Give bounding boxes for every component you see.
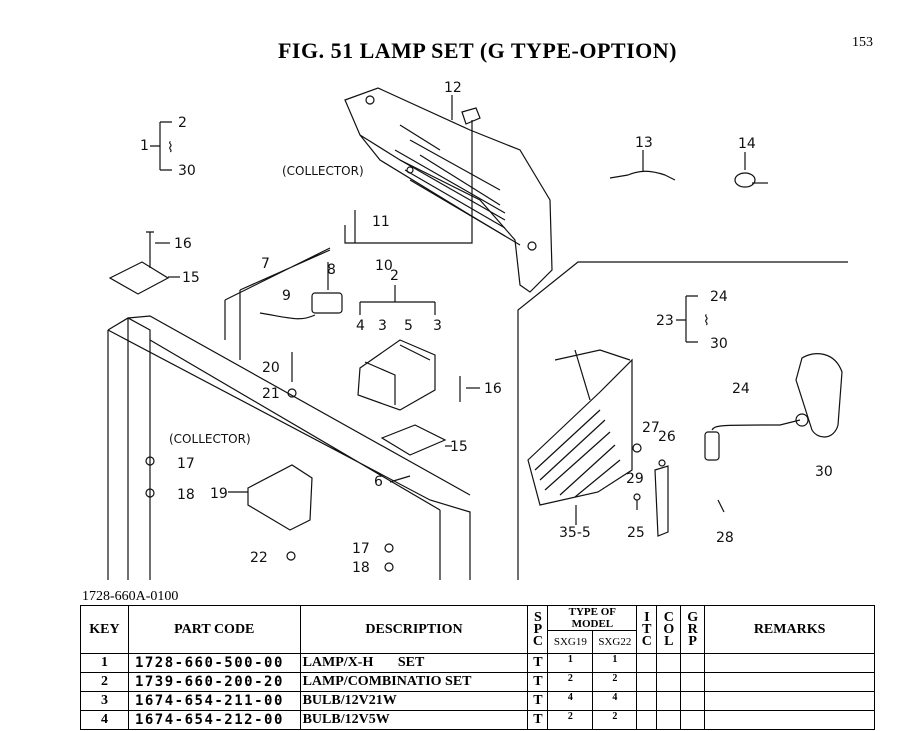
svg-text:20: 20 <box>262 360 280 376</box>
svg-text:16: 16 <box>484 381 502 397</box>
svg-text:2: 2 <box>178 115 187 131</box>
svg-text:29: 29 <box>626 471 644 487</box>
document-number: 1728-660A-0100 <box>82 589 179 604</box>
svg-text:3: 3 <box>433 318 442 334</box>
svg-text:30: 30 <box>710 336 728 352</box>
svg-text:9: 9 <box>282 288 291 304</box>
svg-text:11: 11 <box>372 214 390 230</box>
svg-text:4: 4 <box>356 318 365 334</box>
svg-text:14: 14 <box>738 136 756 152</box>
svg-text:5: 5 <box>404 318 413 334</box>
svg-text:15: 15 <box>182 270 200 286</box>
header-key: KEY <box>80 605 129 654</box>
header-remarks: REMARKS <box>704 605 875 654</box>
svg-text:7: 7 <box>261 256 270 272</box>
svg-text:8: 8 <box>327 262 336 278</box>
svg-text:18: 18 <box>352 560 370 576</box>
svg-text:⌇: ⌇ <box>167 140 174 156</box>
svg-text:1: 1 <box>140 138 149 154</box>
svg-text:25: 25 <box>627 525 645 541</box>
header-model-1: SXG19 <box>547 630 594 654</box>
svg-text:21: 21 <box>262 386 280 402</box>
page-number: 153 <box>852 35 873 50</box>
header-model-2: SXG22 <box>592 630 638 654</box>
svg-text:15: 15 <box>450 439 468 455</box>
header-part-code: PART CODE <box>127 605 301 654</box>
svg-text:10: 10 <box>375 258 393 274</box>
svg-text:35-5: 35-5 <box>559 525 591 541</box>
svg-text:17: 17 <box>352 541 370 557</box>
svg-text:22: 22 <box>250 550 268 566</box>
svg-text:19: 19 <box>210 486 228 502</box>
svg-text:18: 18 <box>177 487 195 503</box>
svg-text:24: 24 <box>710 289 728 305</box>
svg-text:24: 24 <box>732 381 750 397</box>
page-title: FIG. 51 LAMP SET (G TYPE-OPTION) <box>277 38 677 63</box>
svg-text:(COLLECTOR): (COLLECTOR) <box>169 432 251 446</box>
svg-text:⌇: ⌇ <box>703 313 710 329</box>
svg-text:12: 12 <box>444 80 462 96</box>
header-type-of-model: TYPE OF MODEL <box>547 605 638 631</box>
svg-text:26: 26 <box>658 429 676 445</box>
svg-text:30: 30 <box>178 163 196 179</box>
svg-text:6: 6 <box>374 474 383 490</box>
svg-text:28: 28 <box>716 530 734 546</box>
svg-text:16: 16 <box>174 236 192 252</box>
svg-text:(COLLECTOR): (COLLECTOR) <box>282 164 364 178</box>
svg-text:2: 2 <box>390 268 399 284</box>
svg-text:13: 13 <box>635 135 653 151</box>
svg-text:17: 17 <box>177 456 195 472</box>
svg-text:30: 30 <box>815 464 833 480</box>
header-description: DESCRIPTION <box>299 605 529 654</box>
svg-text:3: 3 <box>378 318 387 334</box>
svg-text:23: 23 <box>656 313 674 329</box>
svg-text:27: 27 <box>642 420 660 436</box>
